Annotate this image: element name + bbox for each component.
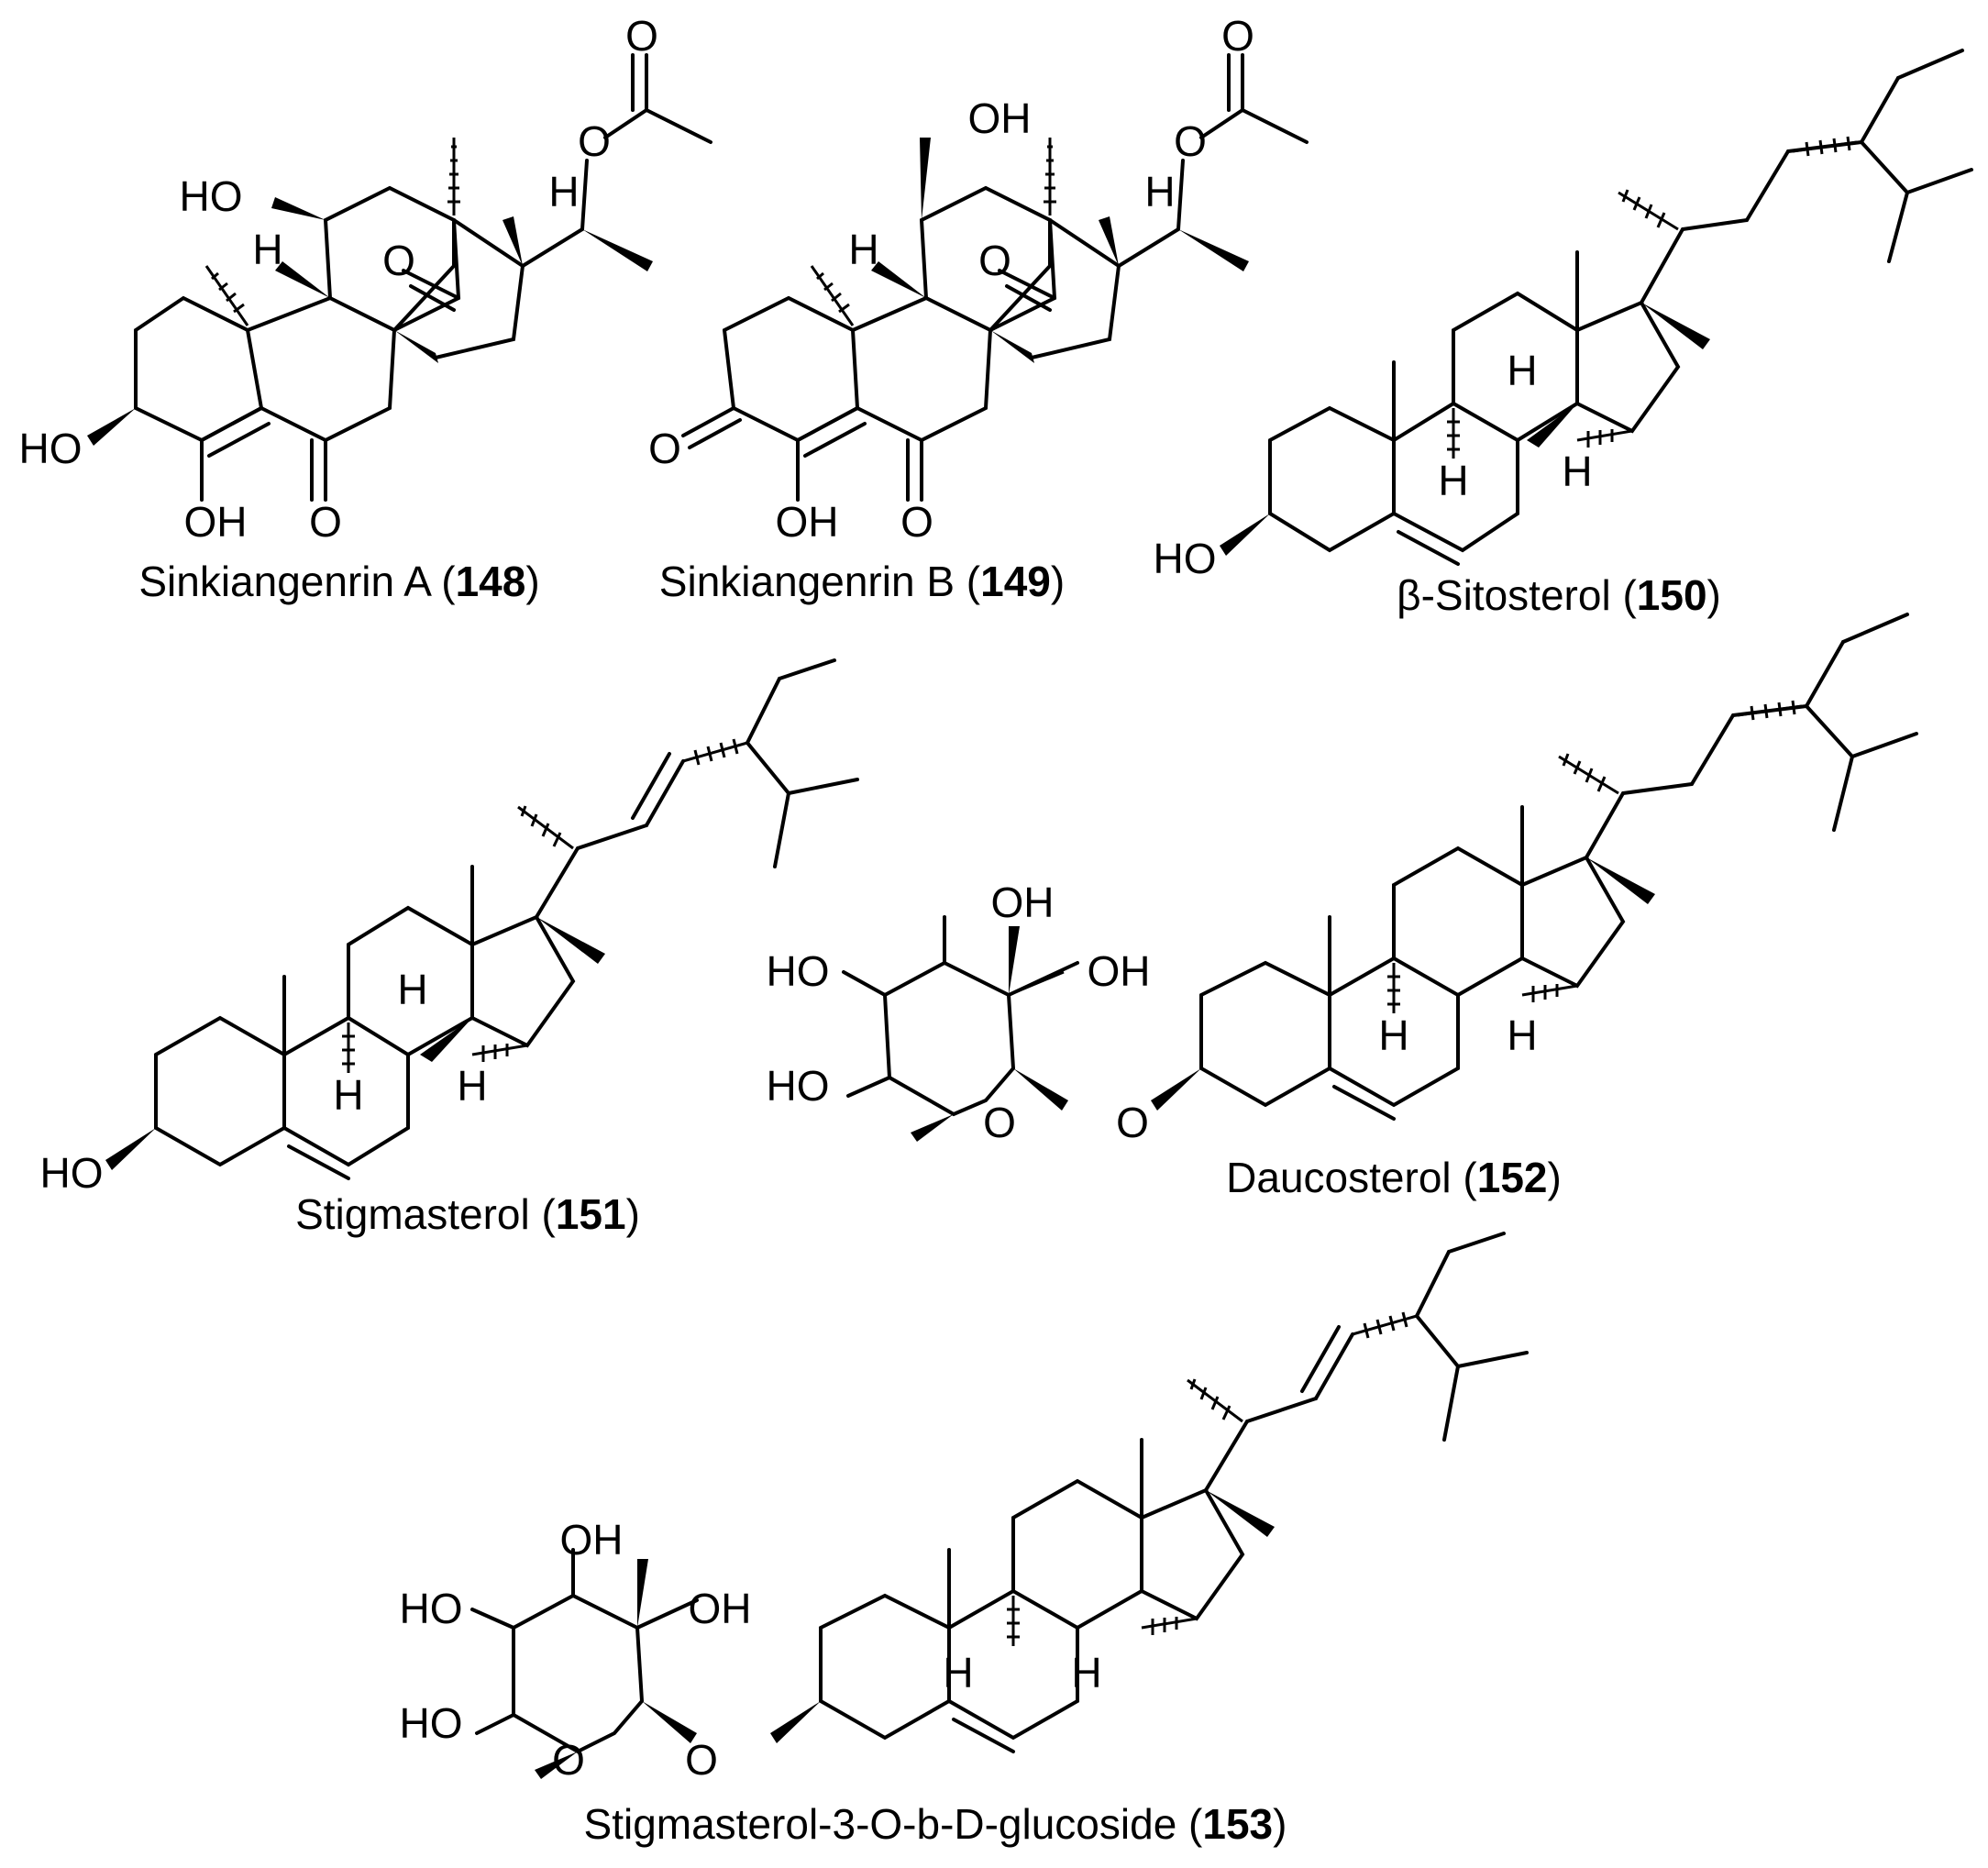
hashed-bond: [1387, 963, 1400, 1013]
atom-label-ho: HO: [180, 172, 243, 220]
hashed-bond: [1618, 189, 1679, 231]
hashed-bond: [1792, 136, 1858, 157]
atom-label-o: O: [983, 1099, 1016, 1146]
compound-number: 152: [1477, 1154, 1548, 1201]
atom-label-o: O: [578, 117, 611, 165]
compound-number: 153: [1202, 1800, 1273, 1848]
compound-name: Sinkiangenrin A: [138, 558, 432, 605]
atom-label-ho: HO: [767, 947, 830, 995]
atom-label-h: H: [1438, 457, 1468, 504]
compound-number: 148: [456, 558, 526, 605]
compound-number: 149: [980, 558, 1051, 605]
atom-label-o: O: [1174, 117, 1207, 165]
atom-label-o: O: [978, 237, 1011, 284]
atom-label-o: O: [382, 237, 415, 284]
atom-label-ho: HO: [400, 1699, 463, 1747]
hashed-bond: [1141, 1617, 1198, 1635]
atom-label-oh: OH: [689, 1585, 752, 1632]
atom-label-o: O: [625, 12, 658, 60]
atom-label-h: H: [1071, 1649, 1101, 1697]
caption-153: Stigmasterol-3-O-b-D-glucoside (153): [584, 1800, 1287, 1848]
hashed-bond: [1007, 1596, 1020, 1646]
compound-number: 151: [556, 1190, 626, 1238]
hashed-bond: [1576, 429, 1633, 448]
hashed-bond: [1521, 984, 1578, 1002]
atom-label-ho: HO: [400, 1585, 463, 1632]
structure-148: HO H H O O O HO OH O Sinkiangenrin A (14…: [19, 12, 712, 605]
atom-label-ho: HO: [40, 1149, 104, 1197]
atom-label-h: H: [252, 226, 282, 273]
compound-name: Stigmasterol: [295, 1190, 530, 1238]
structure-149: OH H H O O O O OH O Sinkiangenrin B (149…: [648, 12, 1309, 605]
structure-151: H H H HO Stigmasterol (151): [40, 658, 859, 1238]
structure-150: H H H HO β-Sitosterol (150): [1154, 49, 1973, 619]
hashed-bond: [1737, 700, 1803, 721]
hashed-bond: [1044, 138, 1056, 216]
compound-name: Stigmasterol-3-O-b-D-glucoside: [584, 1800, 1177, 1848]
atom-label-o: O: [1221, 12, 1254, 60]
hashed-bond: [204, 265, 249, 326]
atom-label-h: H: [1507, 347, 1537, 394]
atom-label-h: H: [333, 1071, 363, 1119]
caption-152: Daucosterol (152): [1226, 1154, 1562, 1201]
atom-label-h: H: [848, 226, 878, 273]
atom-label-h: H: [943, 1649, 973, 1697]
atom-label-o: O: [552, 1736, 585, 1784]
caption-151: Stigmasterol (151): [295, 1190, 640, 1238]
atom-label-oh: OH: [184, 498, 248, 546]
hashed-bond: [682, 738, 748, 766]
atom-label-h: H: [548, 168, 579, 216]
atom-label-o: O: [1116, 1099, 1149, 1146]
atom-label-ho: HO: [1154, 535, 1217, 582]
hashed-bond: [1352, 1311, 1418, 1339]
compound-number: 150: [1637, 571, 1707, 619]
atom-label-ho: HO: [767, 1062, 830, 1110]
caption-148: Sinkiangenrin A (148): [138, 558, 539, 605]
atom-label-oh: OH: [968, 94, 1032, 142]
atom-label-o: O: [309, 498, 342, 546]
hashed-bond: [810, 265, 855, 326]
compound-name: β-Sitosterol: [1397, 571, 1611, 619]
structure-153: OH HO OH HO O O H H Stigmasterol-3-O-b-D…: [400, 1232, 1529, 1848]
hashed-bond: [1558, 753, 1619, 795]
hashed-bond: [1008, 970, 1065, 997]
hashed-bond: [342, 1022, 355, 1073]
hashed-bond: [447, 138, 460, 216]
atom-label-h: H: [1144, 168, 1175, 216]
atom-label-ho: HO: [19, 425, 83, 472]
atom-label-oh: OH: [1088, 947, 1151, 995]
atom-label-o: O: [648, 425, 681, 472]
hashed-bond: [1187, 1378, 1243, 1423]
atom-label-oh: OH: [776, 498, 839, 546]
hashed-bond: [471, 1044, 528, 1062]
atom-label-h: H: [1507, 1011, 1537, 1059]
atom-label-o: O: [900, 498, 933, 546]
hashed-bond: [1447, 408, 1460, 459]
atom-label-h: H: [1378, 1011, 1408, 1059]
atom-label-oh: OH: [560, 1516, 624, 1564]
atom-label-h: H: [457, 1062, 487, 1110]
atom-label-h: H: [397, 966, 427, 1013]
compound-name: Sinkiangenrin B: [659, 558, 955, 605]
caption-150: β-Sitosterol (150): [1397, 571, 1721, 619]
atom-label-h: H: [1562, 448, 1592, 495]
atom-label-oh: OH: [991, 879, 1055, 926]
caption-149: Sinkiangenrin B (149): [659, 558, 1065, 605]
hashed-bond: [517, 805, 574, 850]
atom-label-o: O: [685, 1736, 718, 1784]
structure-152: OH HO OH HO O O H H Daucosterol (152): [767, 613, 1918, 1201]
compound-name: Daucosterol: [1226, 1154, 1451, 1201]
